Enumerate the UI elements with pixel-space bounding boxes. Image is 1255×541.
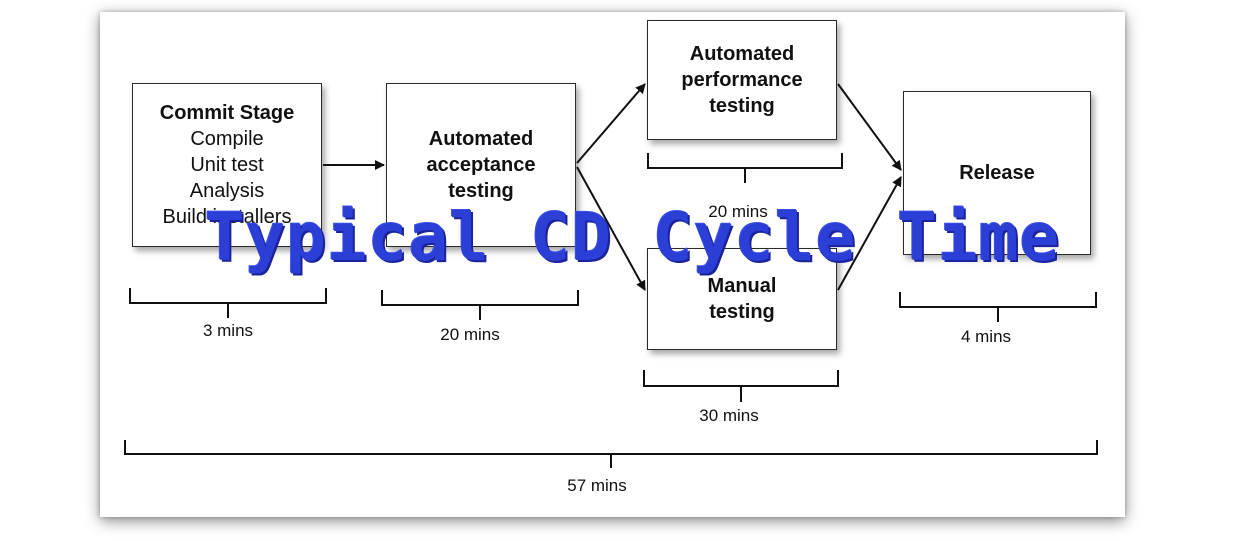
- performance-testing-line-1: Automated: [689, 43, 795, 65]
- commit-stage-line-analysis: Analysis: [189, 180, 265, 202]
- bracket-performance: [647, 153, 843, 183]
- commit-stage-title: Commit Stage: [159, 102, 295, 124]
- performance-testing-line-3: testing: [709, 95, 775, 117]
- manual-testing-line-1: Manual: [707, 275, 777, 297]
- arrow-acceptance-to-performance: [576, 83, 646, 164]
- duration-performance: 20 mins: [708, 202, 768, 221]
- acceptance-testing-line-1: Automated: [428, 128, 534, 150]
- overlay-title: Typical CD Cycle Time: [204, 199, 1061, 276]
- commit-stage-line-unit-test: Unit test: [190, 154, 264, 176]
- release-box: Release: [903, 91, 1091, 255]
- acceptance-testing-box: Automated acceptance testing: [386, 83, 576, 247]
- manual-testing-line-2: testing: [709, 301, 775, 323]
- duration-total: 57 mins: [567, 476, 627, 495]
- bracket-release: [899, 292, 1097, 322]
- acceptance-testing-line-2: acceptance: [426, 154, 536, 176]
- bracket-manual: [643, 370, 839, 402]
- arrow-performance-to-release: [837, 83, 902, 171]
- commit-stage-line-build-installers: Build installers: [162, 206, 292, 228]
- performance-testing-line-2: performance: [681, 69, 803, 91]
- manual-testing-box: Manual testing: [647, 248, 837, 350]
- commit-stage-line-compile: Compile: [190, 128, 264, 150]
- performance-testing-box: Automated performance testing: [647, 20, 837, 140]
- duration-release: 4 mins: [960, 327, 1012, 346]
- arrow-acceptance-to-manual: [576, 166, 646, 291]
- bracket-total: [124, 440, 1098, 468]
- bracket-commit: [129, 288, 327, 318]
- commit-stage-box: Commit Stage Compile Unit test Analysis …: [132, 83, 322, 247]
- duration-commit: 3 mins: [202, 321, 254, 340]
- duration-manual: 30 mins: [699, 406, 759, 425]
- duration-acceptance: 20 mins: [440, 325, 500, 344]
- arrow-manual-to-release: [837, 176, 902, 291]
- bracket-acceptance: [381, 290, 579, 320]
- acceptance-testing-line-3: testing: [448, 180, 514, 202]
- release-title: Release: [959, 162, 1035, 184]
